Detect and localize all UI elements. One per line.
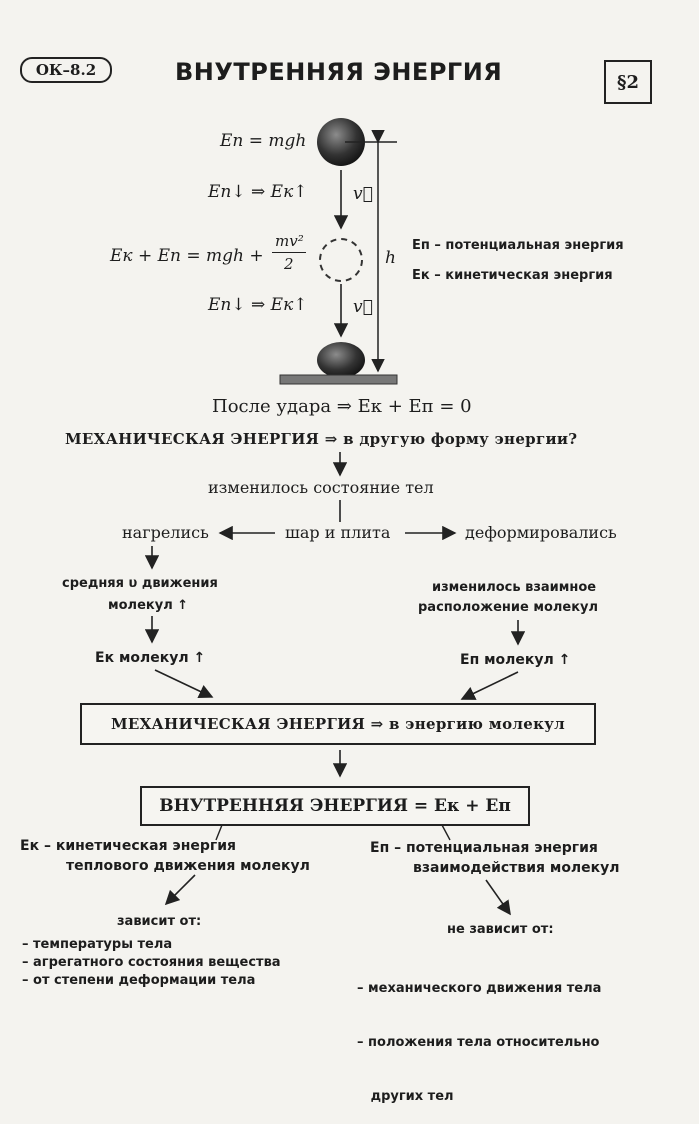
ball-middle <box>319 238 363 282</box>
not-depends-heading: не зависит от: <box>447 922 554 937</box>
heated-text: нагрелись <box>122 523 209 542</box>
fraction-denominator: 2 <box>284 255 294 273</box>
section-marker: §2 <box>604 60 652 104</box>
fraction-bar <box>272 252 306 253</box>
potential-molecules-text: Eп молекул ↑ <box>460 652 571 668</box>
potential-definition-1: Eп – потенциальная энергия <box>370 840 598 856</box>
plate <box>279 374 398 385</box>
avg-speed-line-1: средняя υ движения <box>62 576 218 591</box>
potential-definition-2: взаимодействия молекул <box>413 860 620 876</box>
not-depends-item: других тел <box>357 1089 454 1104</box>
fraction-numerator: mv² <box>275 232 304 250</box>
legend-potential: Eп – потенциальная энергия <box>412 238 624 253</box>
depends-item: – агрегатного состояния вещества <box>22 955 281 970</box>
legend-kinetic: Eк – кинетическая энергия <box>412 268 613 283</box>
energy-question: МЕХАНИЧЕСКАЯ ЭНЕРГИЯ ⇒ в другую форму эн… <box>65 430 578 448</box>
potential-energy-formula: Eп = mgh <box>220 131 307 151</box>
kinetic-molecules-text: Eк молекул ↑ <box>95 650 206 666</box>
kinetic-definition-1: Eк – кинетическая энергия <box>20 838 237 854</box>
arrangement-line-1: изменилось взаимное <box>432 580 597 595</box>
internal-energy-box: ВНУТРЕННЯЯ ЭНЕРГИЯ = Eк + Eп <box>140 786 530 826</box>
energy-sum-formula: Eк + Eп = mgh + <box>110 246 264 266</box>
not-depends-list: – механического движения тела – положени… <box>357 944 601 1124</box>
kinetic-definition-2: теплового движения молекул <box>66 858 310 874</box>
mechanical-to-molecular-box: МЕХАНИЧЕСКАЯ ЭНЕРГИЯ ⇒ в энергию молекул <box>80 703 596 745</box>
depends-heading: зависит от: <box>117 914 202 929</box>
arrangement-line-2: расположение молекул <box>418 600 599 615</box>
depends-list: – температуры тела – агрегатного состоян… <box>22 936 281 990</box>
deformed-text: деформировались <box>465 523 617 542</box>
page-title: ВНУТРЕННЯЯ ЭНЕРГИЯ <box>175 58 503 86</box>
energy-transition-1: Eп↓ ⇒ Eк↑ <box>208 182 308 202</box>
not-depends-item: – положения тела относительно <box>357 1035 600 1050</box>
avg-speed-line-2: молекул ↑ <box>108 598 189 613</box>
ball-bottom <box>317 342 365 378</box>
ball-plate-text: шар и плита <box>285 523 391 542</box>
not-depends-item: – механического движения тела <box>357 981 602 996</box>
depends-item: – температуры тела <box>22 937 173 952</box>
card-badge: ОК–8.2 <box>20 57 112 83</box>
velocity-label-2: v⃗ <box>353 297 373 317</box>
depends-item: – от степени деформации тела <box>22 973 256 988</box>
velocity-label-1: v⃗ <box>353 184 373 204</box>
diagram-lines <box>144 118 526 916</box>
ball-top <box>317 118 365 166</box>
height-label: h <box>385 248 396 268</box>
state-changed-text: изменилось состояние тел <box>208 478 434 497</box>
energy-transition-2: Eп↓ ⇒ Eк↑ <box>208 295 308 315</box>
after-impact-text: После удара ⇒ Eк + Eп = 0 <box>212 396 472 417</box>
